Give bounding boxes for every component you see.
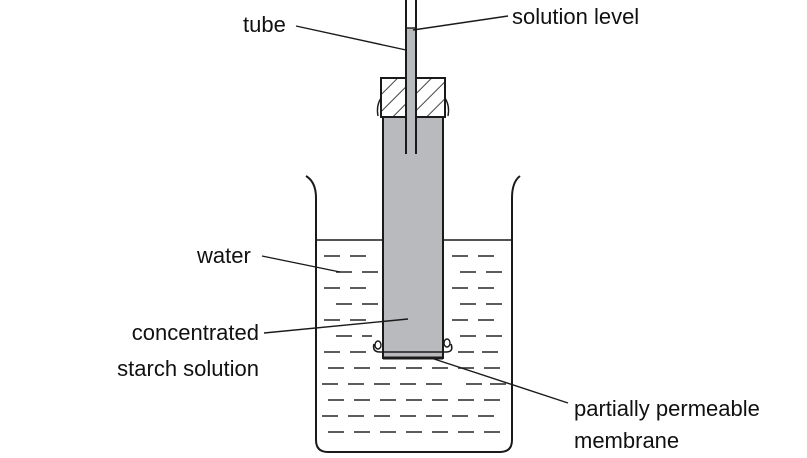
starch-leader [263,318,409,334]
solution-level-label: solution level [512,4,640,29]
tie-knot-left [374,340,382,350]
tube-leader [295,25,407,51]
tube-label: tube [243,12,286,37]
starch-label-line1: concentrated [131,320,259,345]
water-leader [261,255,341,273]
membrane-label-line2: membrane [574,428,680,453]
membrane-label-line1: partially permeable [574,396,760,421]
stopper-edge-right [444,97,450,117]
solution-level-leader [412,15,509,31]
starch-label-line2: starch solution [117,356,259,381]
membrane-tie [372,343,453,353]
water-dashes [322,255,506,433]
water-label: water [197,243,251,268]
membrane-leader [427,356,569,404]
beaker [305,175,521,453]
tube-solution-column [407,28,415,154]
stopper-edge-left [376,97,382,117]
tie-knot-right [443,338,451,348]
